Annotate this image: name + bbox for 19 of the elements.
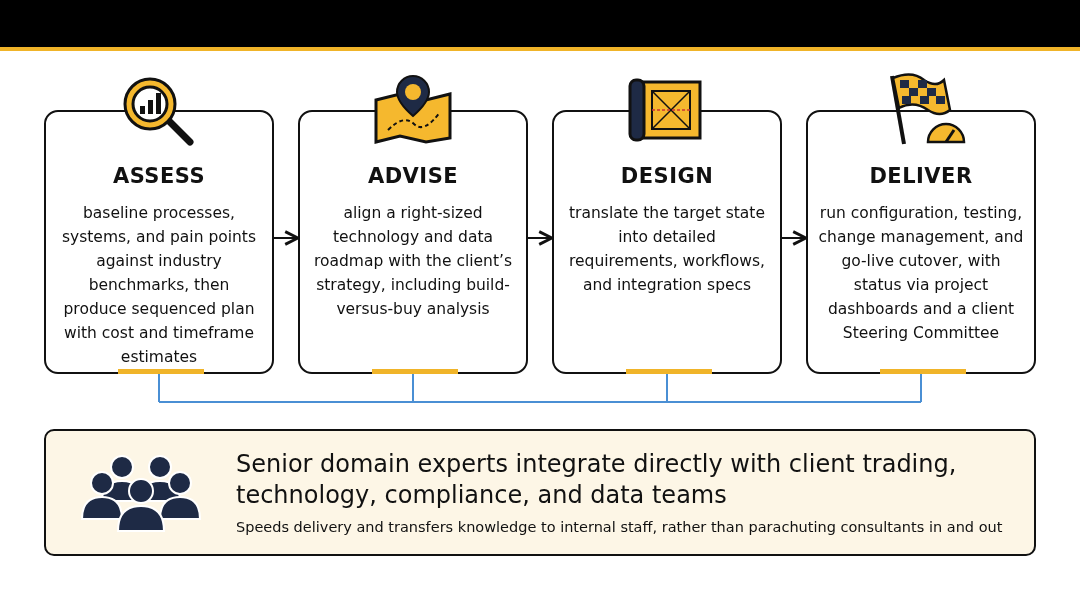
summary-panel xyxy=(44,429,1036,556)
panel-heading: Senior domain experts integrate directly with client trading, technology, compliance, and data teams xyxy=(236,449,958,511)
arrow xyxy=(527,230,554,246)
step-description: translate the target state into detailed requirements, workflows, and integration specs xyxy=(568,203,766,296)
step-title: ASSESS xyxy=(111,164,207,188)
step-card xyxy=(552,110,782,374)
connector-line xyxy=(158,373,922,403)
panel-subtext: Speeds delivery and transfers knowledge to internal staff, rather than parachuting consultants in and out xyxy=(236,519,1004,535)
step-card xyxy=(806,110,1036,374)
step-title: DELIVER xyxy=(868,164,974,188)
arrow xyxy=(273,230,300,246)
step-description: align a right-sized technology and data roadmap with the client’s strategy, including build-versus-buy analysis xyxy=(313,203,513,320)
step-card xyxy=(298,110,528,374)
step-title: ADVISE xyxy=(366,164,460,188)
step-card xyxy=(44,110,274,374)
step-description: run configuration, testing, change management, and go-live cutover, with status via project dashboards and a client Steering Committee xyxy=(818,203,1024,344)
step-description: baseline processes, systems, and pain points against industry benchmarks, then produce sequenced plan with cost and timeframe estimates xyxy=(60,203,258,368)
arrow xyxy=(781,230,808,246)
step-title: DESIGN xyxy=(619,164,715,188)
